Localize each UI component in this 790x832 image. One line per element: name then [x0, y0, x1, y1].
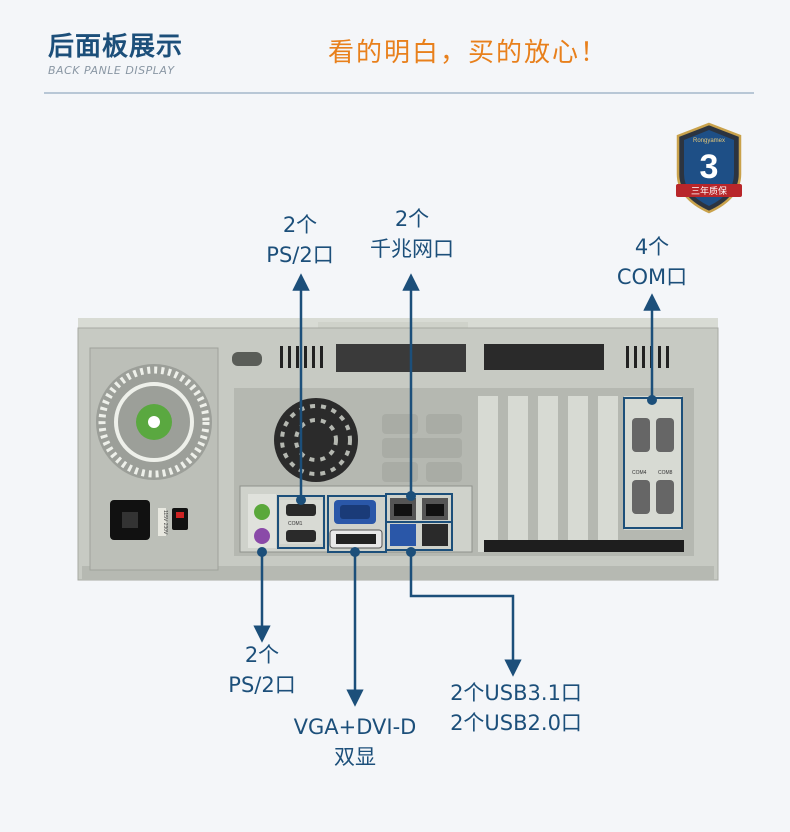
slogan: 看的明白，买的放心！ — [328, 38, 609, 68]
knockout-ports — [382, 414, 462, 482]
callout-lan: 2个 千兆网口 — [352, 204, 472, 264]
com8-label: COM8 — [658, 470, 673, 476]
callout-video-name: VGA+DVI-D — [293, 715, 417, 739]
psu-fan-icon — [98, 366, 210, 478]
callout-com-name: COM口 — [616, 265, 688, 289]
usb20-ports[interactable] — [422, 524, 448, 546]
video-ports — [329, 500, 383, 549]
page-subtitle: BACK PANLE DISPLAY — [48, 64, 175, 77]
voltage-label: 115V 230V — [162, 510, 168, 535]
callout-ps2-bottom-count: 2个 — [244, 643, 280, 667]
header-divider — [44, 92, 754, 94]
callout-ps2-bottom: 2个 PS/2口 — [212, 640, 312, 700]
callout-ps2-top: 2个 PS/2口 — [250, 210, 350, 270]
com-expansion-card: COM4 COM8 — [624, 396, 682, 530]
ps2-mouse-port[interactable] — [254, 528, 270, 544]
callout-video: VGA+DVI-D 双显 — [282, 712, 428, 772]
callout-video-desc: 双显 — [334, 745, 376, 769]
io-serial-ports: COM1 — [280, 500, 322, 544]
badge-brand: Rongyamex — [693, 138, 725, 144]
usb31-ports[interactable] — [390, 524, 416, 546]
power-supply: 115V 230V — [89, 347, 219, 571]
ps2-ports — [248, 494, 276, 548]
ps2-keyboard-port[interactable] — [254, 504, 270, 520]
callout-ps2-top-count: 2个 — [282, 213, 318, 237]
power-switch — [172, 508, 188, 530]
callout-usb: 2个USB3.1口 2个USB2.0口 — [432, 678, 600, 738]
callout-com: 4个 COM口 — [600, 232, 704, 292]
warranty-badge: Rongyamex 3 三年质保 — [676, 122, 742, 214]
callout-com-count: 4个 — [634, 235, 670, 259]
usb-highlight — [385, 521, 453, 551]
callout-lan-name: 千兆网口 — [370, 237, 454, 261]
callout-ps2-top-name: PS/2口 — [266, 243, 334, 267]
callout-ps2-bottom-name: PS/2口 — [228, 673, 296, 697]
io-com1-label: COM1 — [288, 521, 303, 527]
rear-fan-icon — [274, 398, 358, 482]
callout-lan-count: 2个 — [394, 207, 430, 231]
badge-text: 三年质保 — [691, 185, 727, 197]
badge-number: 3 — [700, 148, 719, 186]
lan-usb-block — [390, 498, 448, 546]
callout-usb31: 2个USB3.1口 — [450, 681, 582, 705]
top-vents — [232, 344, 669, 372]
expansion-slots — [478, 396, 684, 552]
com4-label: COM4 — [632, 470, 647, 476]
page-title: 后面板展示 — [48, 32, 184, 62]
callout-usb20: 2个USB2.0口 — [450, 711, 582, 735]
